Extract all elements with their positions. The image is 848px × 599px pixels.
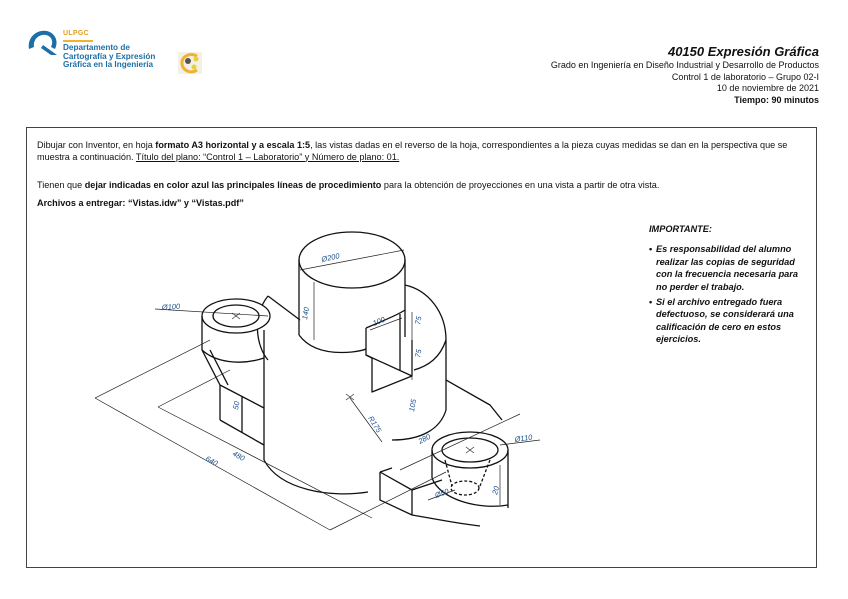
dim-overall-length: 640: [204, 454, 220, 468]
dim-base-height: 105: [407, 398, 418, 413]
exercise-box: Dibujar con Inventor, en hoja formato A3…: [26, 127, 817, 568]
dept-line-1: Departamento de: [63, 43, 130, 52]
time-limit: Tiempo: 90 minutos: [734, 94, 819, 105]
bullet-icon: •: [649, 297, 653, 308]
p1-format-bold: formato A3 horizontal y a escala 1:5: [155, 140, 311, 150]
important-notes: IMPORTANTE: • Es responsabilidad del alu…: [649, 223, 809, 349]
exam-date: 10 de noviembre de 2021: [716, 83, 819, 93]
dimension-lines: [94, 249, 541, 531]
dept-line-2: Cartografía y Expresión: [63, 51, 156, 61]
institution-name: ULPGC: [63, 30, 89, 37]
important-item-1: • Es responsabilidad del alumno realizar…: [649, 243, 809, 293]
instruction-paragraph-2: Tienen que dejar indicadas en color azul…: [37, 180, 809, 192]
p2-bold: dejar indicadas en color azul las princi…: [84, 180, 382, 190]
dim-top-diameter: Ø200: [320, 251, 342, 264]
ulpgc-logo-icon: [28, 30, 57, 55]
department-name: Departamento de Cartografía y Expresión …: [63, 43, 156, 70]
p2-text-c: para la obtención de proyecciones en una…: [381, 180, 660, 190]
institution-underline: [63, 40, 93, 42]
dim-left-plate-thickness: 50: [231, 400, 241, 411]
dim-slot-h2: 75: [413, 348, 423, 359]
p1-text-c: , las vistas dadas en el reverso de la h…: [37, 140, 788, 162]
isometric-part-drawing: Ø200 140 100 75 75 105 R175 280 Ø110 Ø50…: [94, 231, 541, 531]
department-emblem-icon: [178, 52, 202, 74]
department-logo-block: ULPGC Departamento de Cartografía y Expr…: [25, 27, 215, 77]
important-item-2-text: Si el archivo entregado fuera defectuoso…: [656, 297, 794, 345]
dim-right-boss-diameter: Ø110: [513, 432, 534, 444]
dim-right-arm: 280: [416, 432, 433, 447]
p1-plan-title: Título del plano: “Control 1 – Laborator…: [135, 151, 400, 162]
dim-right-boss-depth: 20: [490, 484, 501, 496]
important-item-2: • Si el archivo entregado fuera defectuo…: [649, 296, 809, 346]
exam-name: Control 1 de laboratorio – Grupo 02-I: [671, 71, 819, 82]
course-header: 40150 Expresión Gráfica Grado en Ingenie…: [551, 44, 819, 106]
part-outline: [201, 231, 509, 527]
dim-top-height: 140: [300, 306, 311, 321]
p1-text-a: Dibujar con Inventor, en hoja: [37, 140, 156, 150]
dept-line-3: Gráfica en la Ingeniería: [63, 60, 154, 70]
deliverables: Archivos a entregar: “Vistas.idw” y “Vis…: [37, 198, 244, 208]
instruction-paragraph-1: Dibujar con Inventor, en hoja formato A3…: [37, 140, 809, 163]
dim-inner-length: 480: [231, 449, 247, 463]
bullet-icon: •: [649, 244, 653, 255]
instruction-paragraph-3: Archivos a entregar: “Vistas.idw” y “Vis…: [37, 198, 809, 210]
important-item-1-text: Es responsabilidad del alumno realizar l…: [656, 244, 798, 292]
important-title: IMPORTANTE:: [649, 224, 712, 234]
p2-text-a: Tienen que: [37, 180, 85, 190]
center-marks: [231, 312, 475, 454]
course-title: 40150 Expresión Gráfica: [667, 44, 819, 59]
dim-right-hole-diameter: Ø50: [433, 486, 451, 500]
dim-left-boss-diameter: Ø100: [161, 302, 182, 312]
dim-slot-width: 100: [371, 315, 387, 328]
degree-name: Grado en Ingeniería en Diseño Industrial…: [550, 60, 819, 70]
dim-slot-h1: 75: [413, 315, 423, 326]
